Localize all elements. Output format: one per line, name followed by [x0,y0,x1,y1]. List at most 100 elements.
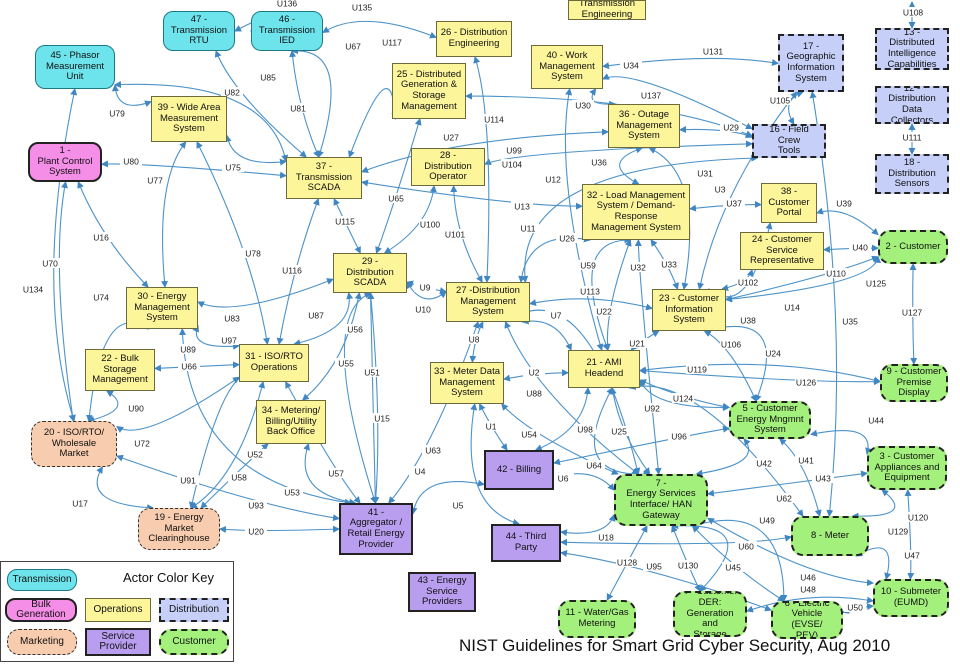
link-label-u57: U57 [328,469,344,479]
link-label-u6: U6 [558,474,569,484]
node-3-box: 3 - Customer Appliances and Equipment [867,446,947,490]
link-label-bg [797,584,819,594]
link-label-u32: U32 [630,263,646,273]
link-label-u20: U20 [248,527,264,537]
node-22-box: 22 - Bulk Storage Management [85,349,155,391]
link-label-bg [501,159,523,169]
link-label-u89: U89 [180,345,196,355]
link-label-bg [694,168,716,178]
link-label-u52: U52 [247,450,263,460]
link-label-u36: U36 [591,158,607,168]
link-u6 [593,387,651,478]
link-label-bg [901,132,923,142]
link-label-bg [517,223,539,233]
node-40-box: 40 - Work Management System [531,45,603,89]
link-u135 [322,20,437,39]
link-u92 [639,379,730,412]
node-33-box: 33 - Meter Data Management System [430,362,504,404]
link-label-bg [334,216,356,226]
link-label-u13: U13 [514,202,530,212]
node-23-box: 23 - Customer Information System [652,289,726,331]
node-24-box: 24 - Customer Service Representative [740,232,824,270]
link-label-u136: U136 [277,0,298,9]
link-u15 [367,292,380,504]
link-label-bg [511,201,533,211]
link-label-u115: U115 [335,217,355,227]
link-label-bg [593,306,615,316]
link-label-u43: U43 [815,474,831,484]
link-label-bg [414,282,436,292]
link-label-bg [812,473,834,483]
link-u47 [904,489,915,580]
link-label-bg [106,108,128,118]
link-label-u75: U75 [225,163,241,173]
link-label-u78: U78 [245,249,261,259]
node-34-box: 34 - Metering/ Billing/Utility Back Offi… [256,400,326,444]
node-35-box: Transmission Engineering [568,0,646,20]
link-label-bg [762,348,784,358]
link-u113 [529,298,653,311]
node-19-box: 19 - Energy Market Clearinghouse [138,508,220,550]
link-label-bg [281,487,303,497]
node-26-box: 26 - Distribution Engineering [436,21,512,57]
link-label-bg [90,292,112,302]
link-label-u66: U66 [181,362,197,372]
link-u30 [589,88,617,108]
link-label-u62: U62 [776,494,792,504]
link-label-u40: U40 [852,243,868,253]
link-label-bg [419,219,441,229]
link-u117 [348,88,399,158]
link-label-u101: U101 [445,230,466,240]
link-label-bg [608,426,630,436]
link-label-bg [245,500,267,510]
link-label-u83: U83 [224,314,240,324]
link-u36 [619,146,643,185]
link-label-bg [781,302,803,312]
link-label-bg [22,284,44,294]
link-label-bg [242,248,264,258]
node-21-box: 21 - AMI Headend [568,350,640,388]
link-label-u95: U95 [646,562,662,572]
link-label-bg [737,277,759,287]
link-label-u88: U88 [526,389,542,399]
node-7-box: 7 - Energy Services Interface/ HAN Gatew… [614,474,708,526]
link-label-u27: U27 [443,133,459,143]
link-label-bg [523,388,545,398]
link-u97 [188,373,264,509]
link-label-bg [144,175,166,185]
link-label-u90: U90 [128,404,144,414]
link-label-u120: U120 [908,513,929,523]
link-label-bg [287,103,309,113]
link-label-u131: U131 [703,47,724,57]
link-label-bg [839,316,861,326]
link-label-u55: U55 [338,359,354,369]
link-label-u70: U70 [42,259,58,269]
link-label-bg [305,310,327,320]
link-label-bg [583,460,605,470]
link-label-u87: U87 [308,311,324,321]
node-16-box: 16 - Field Crew Tools [752,124,826,158]
link-u17 [96,466,155,512]
link-label-u114: U114 [484,115,504,125]
link-label-u119: U119 [687,365,707,375]
link-label-bg [503,145,525,155]
link-label-bg [797,572,819,582]
link-label-u24: U24 [765,349,781,359]
link-label-bg [627,262,649,272]
link-label-u22: U22 [596,307,612,317]
link-u134 [53,88,78,422]
node-13-box: 13 - Distributed Intelligence Capabiliti… [875,28,949,70]
link-label-u30: U30 [575,101,591,111]
link-u55 [301,292,362,401]
link-label-bg [702,46,724,56]
link-u20 [219,525,340,533]
link-label-u126: U126 [796,378,817,388]
node-30-box: 30 - Energy Management System [126,287,198,329]
link-u39 [816,207,879,236]
link-label-u10: U10 [415,305,431,315]
link-label-bg [178,361,200,371]
link-u120 [851,489,896,520]
link-label-bg [480,421,502,431]
link-label-bg [545,310,567,320]
link-label-u11: U11 [521,224,536,234]
